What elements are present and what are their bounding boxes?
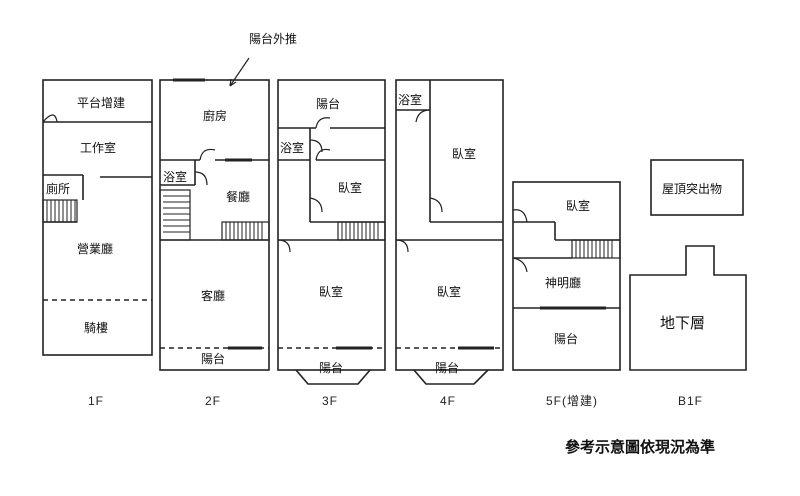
floor-5f-plan (512, 181, 621, 371)
room-label-bedroom-4f: 臥室 (437, 284, 461, 299)
room-label-bedroom-3f-small: 臥室 (338, 180, 362, 195)
room-label-bedroom-4f-top: 臥室 (452, 146, 476, 161)
floor-caption-1f: 1F (88, 394, 104, 408)
floor-caption-3f: 3F (322, 394, 338, 408)
floor-b1f-plan (629, 159, 747, 371)
room-label-bedroom-3f: 臥室 (319, 284, 343, 299)
room-label-rooftop-addition: 平台增建 (77, 95, 125, 110)
floor-caption-2f: 2F (205, 394, 221, 408)
disclaimer-note: 參考示意圖依現況為準 (565, 438, 715, 456)
room-label-bath-3f: 浴室 (280, 140, 304, 155)
room-label-balcony-2f: 陽台 (201, 351, 225, 366)
annotation-balcony-extension: 陽台外推 (249, 31, 297, 46)
room-label-arcade: 騎樓 (84, 320, 108, 335)
floor-caption-5f: 5F(增建) (546, 394, 598, 408)
room-label-balcony-5f: 陽台 (554, 331, 578, 346)
floor-1f-plan (42, 79, 153, 356)
room-label-balcony-3f-top: 陽台 (316, 96, 340, 111)
room-label-bedroom-5f: 臥室 (566, 198, 590, 213)
room-label-basement: 地下層 (660, 314, 705, 332)
room-label-living: 客廳 (201, 288, 225, 303)
floor-2f-plan (159, 57, 270, 371)
room-label-workroom: 工作室 (80, 140, 116, 155)
room-label-business-hall: 營業廳 (77, 241, 113, 256)
room-label-dining: 餐廳 (226, 189, 250, 204)
room-label-bath-4f: 浴室 (398, 92, 422, 107)
room-label-balcony-3f: 陽台 (319, 360, 343, 375)
floor-caption-4f: 4F (440, 394, 456, 408)
floor-4f-plan (395, 79, 504, 385)
room-label-toilet: 廁所 (46, 181, 70, 196)
room-label-shrine-hall: 神明廳 (545, 275, 581, 290)
room-label-kitchen: 廚房 (203, 108, 227, 123)
room-label-balcony-4f: 陽台 (435, 360, 459, 375)
floor-caption-b1f: B1F (678, 394, 703, 408)
floor-3f-plan (277, 79, 386, 385)
room-label-bath-2f: 浴室 (163, 169, 187, 184)
room-label-roof-structure: 屋頂突出物 (662, 181, 722, 196)
